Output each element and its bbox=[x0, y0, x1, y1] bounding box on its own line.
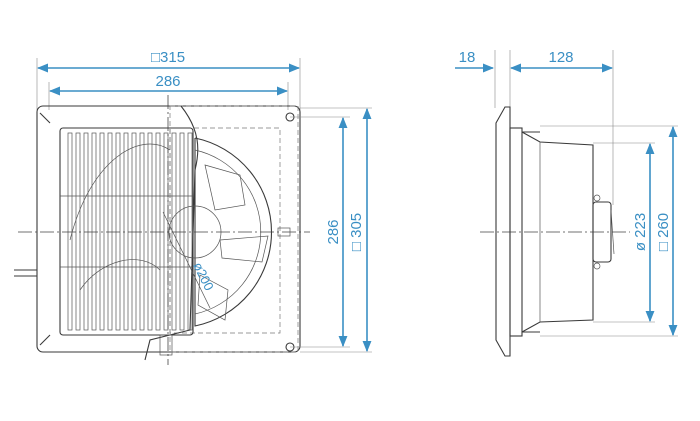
fan-diameter-line bbox=[162, 211, 211, 309]
grille-bar bbox=[123, 132, 129, 331]
dim-label-body-depth: 128 bbox=[548, 49, 573, 66]
outer-frame bbox=[36, 105, 301, 353]
dim-label-width-outer: □315 bbox=[151, 49, 185, 66]
grille-bar bbox=[107, 132, 113, 331]
grille-bar bbox=[91, 132, 97, 331]
grille-bar bbox=[67, 132, 73, 331]
grille-bar bbox=[131, 132, 137, 331]
grille-bar bbox=[139, 132, 145, 331]
fan-blade bbox=[204, 164, 246, 211]
grille-bar bbox=[171, 132, 177, 331]
grille-bar bbox=[147, 132, 153, 331]
grille-bar bbox=[179, 132, 185, 331]
grille-bar bbox=[115, 132, 121, 331]
grille-bar bbox=[99, 132, 105, 331]
flange bbox=[495, 106, 511, 357]
front-view: □315 286 286 □ 305 ø200 bbox=[14, 49, 372, 365]
fan-shroud bbox=[194, 137, 272, 327]
back-plate-outline bbox=[169, 105, 299, 353]
dim-label-flange-depth: 18 bbox=[459, 49, 476, 66]
dim-label-width-grille: 286 bbox=[155, 73, 180, 90]
dim-label-plate-size: □ 260 bbox=[655, 213, 672, 251]
housing-arc bbox=[144, 105, 199, 361]
grille-bar bbox=[75, 132, 81, 331]
grille-bar bbox=[155, 132, 161, 331]
dim-label-height-inner: 286 bbox=[325, 219, 342, 244]
dim-label-height-outer: □ 305 bbox=[348, 213, 365, 251]
side-view: 18 128 ø 223 □ 260 bbox=[455, 49, 678, 357]
grille-bar bbox=[83, 132, 89, 331]
grille-bars bbox=[67, 132, 193, 331]
grille-bar bbox=[163, 132, 169, 331]
dim-label-body-diameter: ø 223 bbox=[632, 213, 649, 251]
